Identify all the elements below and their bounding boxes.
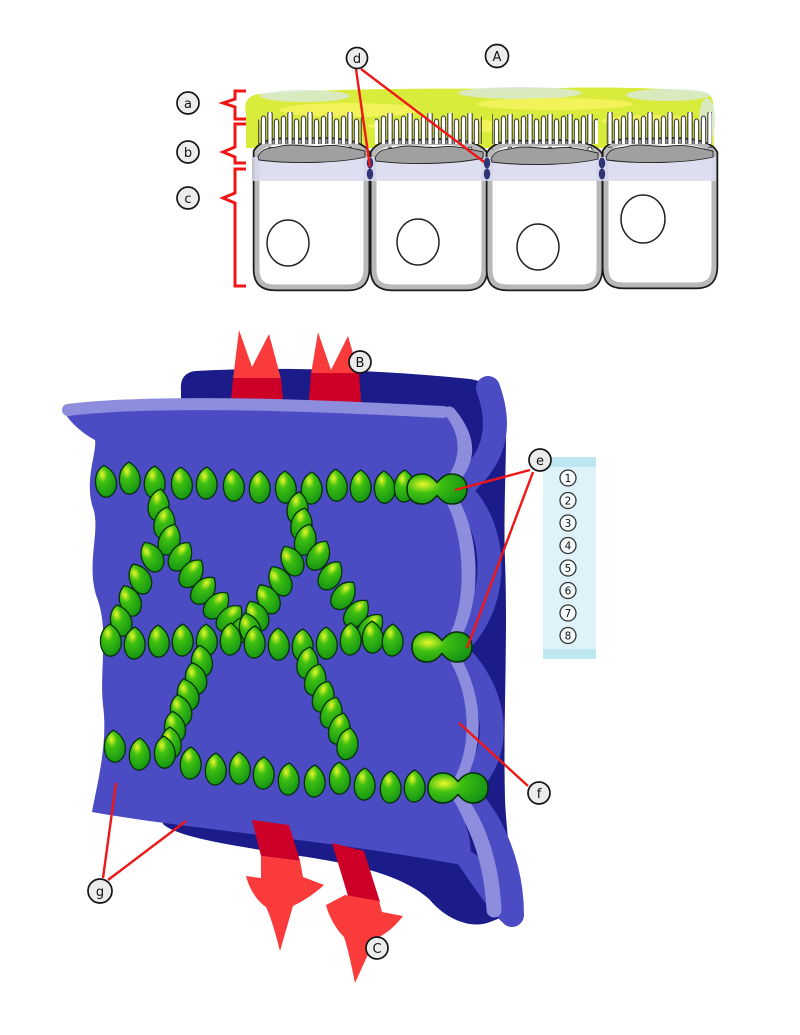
legend-box: 1 2 3 4 5 6 7 [543, 457, 596, 659]
mucus-pale-patch [260, 90, 350, 102]
legend-item-4: 4 [559, 536, 577, 555]
label-f-text: f [537, 787, 542, 802]
label-C-text: C [372, 942, 381, 957]
apical-surface [605, 144, 714, 164]
microvilli [606, 112, 712, 148]
label-d-text: d [353, 52, 361, 67]
label-f: f [527, 781, 551, 805]
legend-item-8: 8 [559, 626, 577, 645]
label-b: b [176, 140, 200, 164]
apical-surface [374, 145, 484, 165]
legend-item-8-text: 8 [565, 631, 572, 643]
label-a: a [176, 91, 200, 115]
label-c: c [176, 186, 200, 210]
apical-surface [490, 146, 599, 166]
apical-surface [257, 144, 366, 164]
mucus-streak [477, 98, 633, 110]
legend-item-7: 7 [559, 604, 577, 622]
label-e-pointer-lines [454, 468, 535, 649]
label-C: C [365, 936, 389, 960]
label-a-text: a [184, 97, 192, 112]
nucleus [396, 218, 440, 266]
epithelium-panel: A d a b c [176, 43, 719, 292]
legend-item-2: 2 [559, 491, 577, 510]
layer-brackets [218, 89, 246, 288]
legend-item-2-text: 2 [565, 496, 572, 508]
legend-item-4-text: 4 [565, 541, 572, 553]
nucleus [266, 219, 310, 267]
label-f-pointer-line [458, 722, 529, 787]
label-d: d [345, 46, 369, 70]
legend-item-1-text: 1 [565, 473, 572, 485]
bracket-a [218, 89, 246, 121]
bracket-c [219, 167, 246, 288]
legend-item-3-text: 3 [565, 518, 572, 530]
label-g-text: g [96, 885, 104, 900]
legend-item-5: 5 [559, 559, 577, 577]
junction-knots [366, 157, 606, 180]
microvilli [258, 112, 362, 148]
mucus-pale-patch [626, 89, 710, 101]
legend-item-3: 3 [559, 514, 577, 532]
legend-item-1: 1 [559, 469, 577, 487]
nucleus [516, 223, 560, 271]
label-e: e [528, 448, 552, 472]
label-c-text: c [184, 192, 191, 207]
legend-item-5-text: 5 [565, 563, 572, 575]
label-B-text: B [356, 356, 365, 371]
label-g-pointer-lines [101, 782, 187, 881]
tight-junction-panel: 1 2 3 4 5 6 7 [62, 330, 596, 983]
label-A: A [484, 43, 510, 69]
flow-arrow-bottom-1 [246, 820, 324, 951]
legend-item-7-text: 7 [565, 608, 572, 620]
legend-item-6-text: 6 [565, 586, 572, 598]
label-A-text: A [493, 50, 502, 65]
legend-item-6: 6 [559, 581, 577, 600]
label-e-text: e [536, 454, 544, 469]
label-d-pointer-lines [354, 68, 485, 168]
label-b-text: b [184, 146, 192, 161]
label-g: g [87, 878, 113, 904]
label-B: B [348, 350, 372, 374]
nuclei [266, 194, 666, 271]
nucleus [620, 194, 666, 244]
microvilli [375, 113, 482, 149]
bracket-b [219, 122, 246, 165]
flow-arrow-bottom-2 [326, 843, 403, 983]
microvilli [492, 114, 598, 150]
mucus-pale-patch [458, 87, 582, 99]
flow-arrow-top-1 [230, 330, 284, 410]
membrane-fold-top [62, 398, 449, 418]
